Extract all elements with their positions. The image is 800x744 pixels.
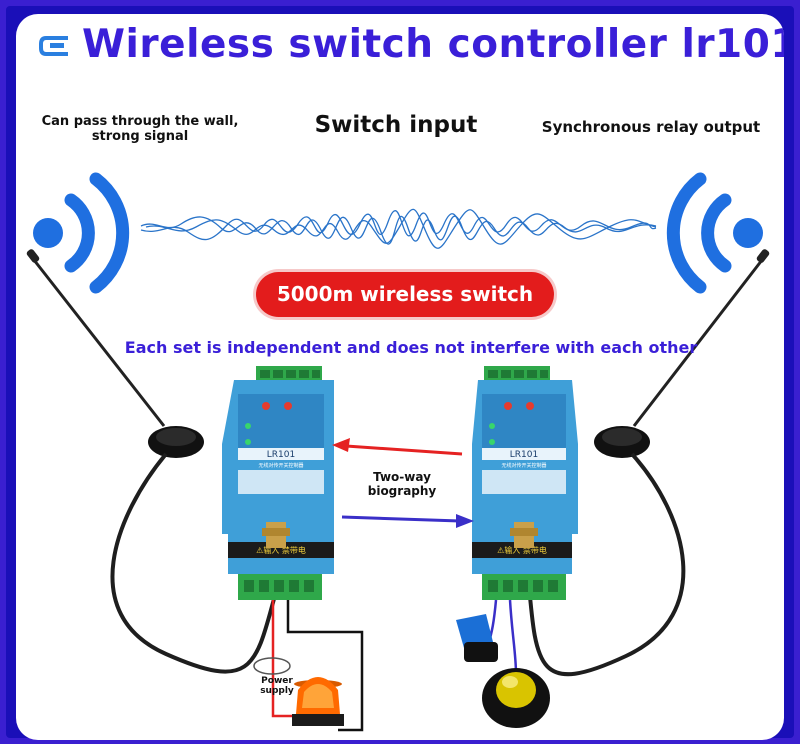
- arrow-right-icon: [341, 514, 474, 528]
- float-switch-icon: [456, 614, 550, 728]
- module-right-model: LR101: [510, 450, 538, 460]
- lr101-module-left: LR101 无线对传开关控制器 ⚠输入 禁带电: [222, 366, 334, 600]
- module-left-subtitle: 无线对传开关控制器: [258, 462, 303, 469]
- float-switch-wiring: [486, 599, 518, 675]
- range-badge: 5000m wireless switch: [256, 272, 554, 317]
- alarm-lamp-icon: [292, 677, 344, 726]
- power-wiring: [253, 600, 364, 732]
- arrow-left-icon: [332, 438, 463, 456]
- antenna-right: [526, 249, 770, 677]
- power-supply-label: Power supply: [260, 676, 294, 696]
- wifi-signal-left-icon: [33, 172, 130, 294]
- module-right-warning: ⚠输入 禁带电: [497, 545, 547, 555]
- caption-switch-input: Switch input: [314, 112, 478, 138]
- module-right-subtitle: 无线对传开关控制器: [501, 462, 546, 469]
- illustration: LR101 无线对传开关控制器 ⚠输入 禁带电 LR101 无线对传开关控制器: [26, 172, 770, 732]
- product-card: Wireless switch controller lr101 Can pas…: [16, 14, 784, 740]
- waveform-graphic: [140, 208, 657, 249]
- brand-logo-icon: [39, 36, 68, 56]
- wifi-signal-right-icon: [666, 172, 763, 294]
- two-way-label: Two-way biography: [367, 470, 437, 498]
- caption-relay-output: Synchronous relay output: [541, 118, 761, 136]
- independence-tagline: Each set is independent and does not int…: [124, 338, 698, 357]
- page-title: Wireless switch controller lr101: [82, 22, 784, 67]
- caption-wall-penetration: Can pass through the wall, strong signal: [41, 114, 239, 144]
- module-left-warning: ⚠输入 禁带电: [256, 545, 306, 555]
- lr101-module-right: LR101 无线对传开关控制器 ⚠输入 禁带电: [472, 366, 578, 600]
- antenna-left: [26, 249, 280, 674]
- module-left-model: LR101: [267, 450, 295, 460]
